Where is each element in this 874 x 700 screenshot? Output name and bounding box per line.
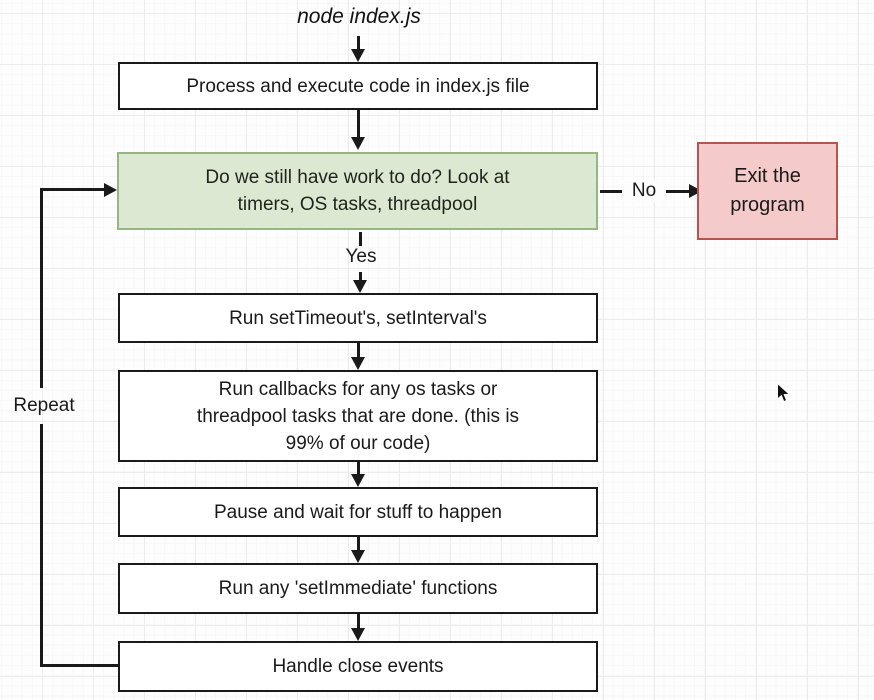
connector-repeat-vertical-upper [40,188,43,388]
start-command-label: node index.js [297,5,421,28]
exit-line2: program [730,194,805,216]
arrowhead-down-icon [351,49,365,62]
process-box-label: Process and execute code in index.js fil… [186,75,530,97]
callbacks-line3: 99% of our code) [285,432,431,454]
connector-repeat-bottom [40,664,118,667]
arrowhead-down-icon [351,550,365,563]
decision-line2: timers, OS tasks, threadpool [237,194,478,215]
callbacks-box-label: Run callbacks for any os tasks or thread… [197,376,519,457]
callbacks-box: Run callbacks for any os tasks or thread… [118,370,598,462]
arrowhead-right-icon [104,183,117,197]
decision-box-label: Do we still have work to do? Look at tim… [205,164,509,218]
connector-repeat-top [40,188,105,191]
edge-label-yes: Yes [345,246,377,267]
close-box: Handle close events [118,641,598,692]
connector-decision-timers-2 [359,272,362,280]
arrowhead-down-icon [351,357,365,370]
timers-box: Run setTimeout's, setInterval's [118,293,598,343]
callbacks-line2: threadpool tasks that are done. (this is [196,405,520,427]
exit-line1: Exit the [734,165,801,187]
process-box: Process and execute code in index.js fil… [118,62,598,110]
callbacks-line1: Run callbacks for any os tasks or [218,378,498,400]
edge-label-repeat: Repeat [13,395,75,416]
close-box-label: Handle close events [272,656,444,677]
connector-timers-callbacks [357,343,360,358]
exit-box: Exit the program [697,142,838,240]
connector-callbacks-pause [357,462,360,475]
timers-box-label: Run setTimeout's, setInterval's [229,307,487,329]
pause-box-label: Pause and wait for stuff to happen [213,501,502,523]
connector-decision-timers [359,232,362,246]
pause-box: Pause and wait for stuff to happen [118,487,598,537]
edge-label-no: No [622,180,666,202]
arrowhead-down-icon [351,474,365,487]
connector-repeat-vertical-lower [40,424,43,667]
connector-pause-immediate [357,537,360,551]
connector-immediate-close [357,614,360,629]
immediate-box: Run any 'setImmediate' functions [118,563,598,614]
immediate-box-label: Run any 'setImmediate' functions [218,578,498,599]
connector-process-decision [357,110,360,138]
arrowhead-down-icon [353,280,367,293]
arrowhead-down-icon [351,137,365,150]
decision-line1: Do we still have work to do? Look at [205,167,510,188]
decision-box: Do we still have work to do? Look at tim… [117,152,598,230]
arrowhead-down-icon [351,628,365,641]
exit-box-label: Exit the program [730,162,804,220]
connector-start-process [357,36,360,51]
mouse-cursor-icon [777,383,791,403]
